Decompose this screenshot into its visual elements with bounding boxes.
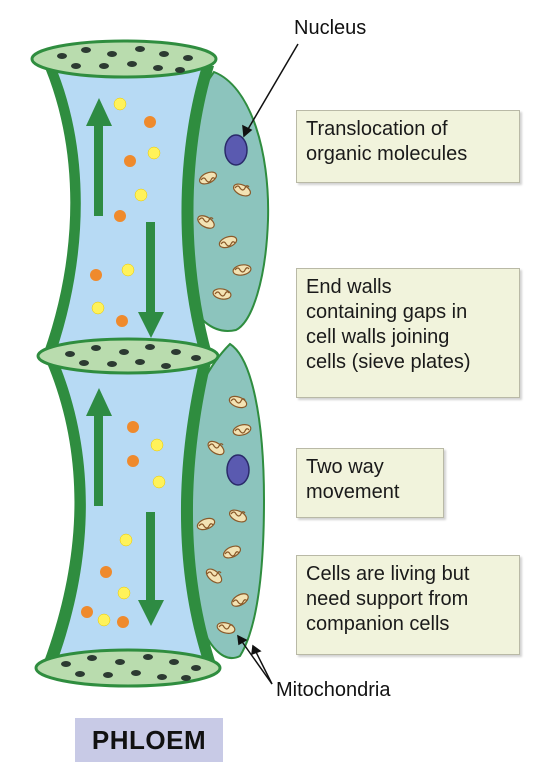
arrow-up-icon [86, 98, 112, 216]
mitochondrion-icon [216, 622, 236, 634]
pointer-lines [237, 43, 299, 685]
note-line: organic molecules [306, 143, 468, 165]
mitochondrion-icon [228, 395, 248, 409]
mitochondrion-icon [218, 235, 238, 249]
note-translocation: Translocation of organic molecules [296, 110, 520, 183]
mitochondrion-icon [205, 568, 223, 584]
nucleus-label: Nucleus [294, 17, 367, 39]
mitochondria-group [196, 171, 252, 634]
mitochondrion-icon [232, 424, 252, 436]
organic-molecules [81, 97, 166, 628]
note-line: containing gaps in [306, 301, 468, 323]
mitochondrion-icon [231, 593, 249, 607]
note-line: movement [306, 481, 400, 503]
flow-arrows [86, 98, 164, 626]
note-line: End walls [306, 276, 392, 298]
arrow-up-icon [86, 388, 112, 506]
note-line: Two way [306, 456, 384, 478]
note-line: need support from [306, 588, 469, 610]
note-line: Cells are living but [306, 563, 470, 585]
sieve-plate-middle [36, 337, 220, 375]
note-line: cells (sieve plates) [306, 351, 471, 373]
note-two-way: Two way movement [296, 448, 444, 518]
mitochondria-label: Mitochondria [276, 679, 391, 701]
note-line: cell walls joining [306, 326, 450, 348]
mitochondrion-icon [196, 517, 216, 531]
arrow-down-icon [138, 512, 164, 626]
mitochondrion-icon [197, 215, 215, 229]
note-sieve-plates: End walls containing gaps in cell walls … [296, 268, 520, 398]
nucleus-icon [224, 134, 248, 166]
mitochondrion-icon [232, 183, 252, 197]
note-line: companion cells [306, 613, 450, 635]
diagram-title: PHLOEM [75, 718, 223, 762]
mitochondrion-icon [222, 545, 242, 559]
mitochondrion-icon [228, 509, 248, 523]
note-companion-cells: Cells are living but need support from c… [296, 555, 520, 655]
arrow-down-icon [138, 222, 164, 338]
mitochondrion-icon [207, 440, 225, 456]
note-line: Translocation of [306, 118, 448, 140]
nucleus-icon [226, 454, 250, 486]
mitochondrion-icon [198, 171, 218, 185]
sieve-tube-sap-upper [50, 54, 202, 354]
sieve-plate-bottom [34, 648, 222, 688]
mitochondrion-icon [212, 288, 232, 300]
sieve-plate-top [30, 39, 218, 79]
mitochondrion-icon [232, 264, 252, 276]
sieve-tube-sap-lower [54, 356, 204, 670]
